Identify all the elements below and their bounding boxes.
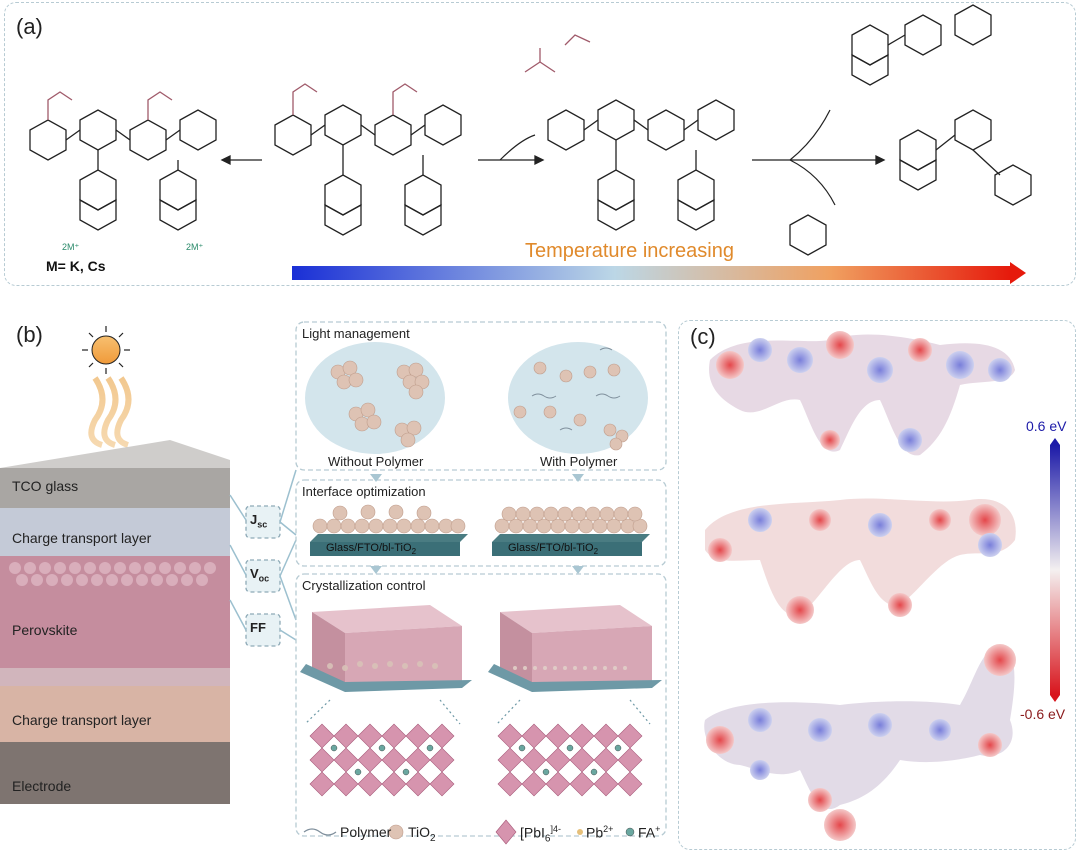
lattice-without: [309, 723, 455, 797]
lattice-with: [497, 723, 643, 797]
decomposition-arrow: [752, 154, 886, 166]
reaction-scheme: 2M⁺ 2M⁺: [29, 4, 1032, 284]
legend-pbi6: [PbI6]4-: [520, 824, 561, 845]
legend-glyphs: [303, 819, 635, 845]
param-voc: Voc: [250, 566, 270, 584]
param-ff: FF: [250, 620, 266, 635]
light-beams: [88, 376, 132, 448]
legend-pb: Pb2+: [586, 824, 614, 841]
layer-charge-transport-bottom: Charge transport layer: [12, 712, 152, 728]
polymer-glyph: [303, 828, 337, 836]
device-stack: [0, 440, 230, 804]
tio2-glyph: [388, 824, 404, 840]
layer-electrode: Electrode: [12, 778, 72, 794]
esp-molecule-2: [705, 498, 1016, 624]
connectors: [229, 469, 297, 641]
bottom-product-structure: [899, 109, 1032, 206]
legend-fa: FA+: [638, 824, 661, 841]
arrow-to-salt: [220, 154, 262, 166]
interface-optimization: [310, 504, 650, 556]
legend-polymer: Polymer: [340, 824, 392, 840]
crystallization-blocks: [300, 605, 662, 692]
substrate-label-right: Glass/FTO/bl-TiO2: [508, 542, 599, 557]
temperature-label: Temperature increasing: [525, 240, 734, 262]
esp-molecule-3: [704, 644, 1016, 841]
panel-a-label: (a): [16, 14, 43, 39]
section-interface-optimization: Interface optimization: [302, 484, 426, 499]
right-charge-label: 2M⁺: [186, 242, 204, 252]
esp-scale-bar: [1050, 438, 1060, 702]
pb-glyph: [577, 829, 583, 835]
panel-b-label: (b): [16, 322, 43, 347]
down-arrows: [370, 474, 584, 574]
left-charge-label: 2M⁺: [62, 242, 80, 252]
section-frames: [295, 321, 667, 837]
section-light-management: Light management: [302, 326, 410, 341]
esp-scale-max: 0.6 eV: [1026, 418, 1067, 434]
legend-tio2: TiO2: [408, 824, 436, 844]
arrow-to-deacetylated: [478, 154, 545, 166]
sun-icon: [82, 326, 130, 374]
substrate-label-left: Glass/FTO/bl-TiO2: [326, 542, 417, 557]
layer-perovskite: Perovskite: [12, 622, 78, 638]
condition-without-polymer: Without Polymer: [328, 454, 424, 469]
amino-sugar-structure: [789, 214, 827, 256]
fa-glyph: [625, 827, 635, 837]
temperature-bar: [292, 266, 1010, 280]
layer-tco-glass: TCO glass: [12, 478, 79, 494]
esp-scale-min: -0.6 eV: [1020, 706, 1066, 722]
panel-c-label: (c): [690, 324, 716, 349]
panel-a: [4, 2, 1076, 286]
pbi6-glyph: [495, 819, 517, 845]
esp-molecule-1: [709, 331, 1015, 456]
layer-charge-transport-top: Charge transport layer: [12, 530, 152, 546]
deacetylated-structure: [547, 99, 735, 231]
condition-with-polymer: With Polymer: [540, 454, 618, 469]
device-illustration: [0, 321, 667, 845]
light-management: [305, 342, 648, 454]
section-crystallization-control: Crystallization control: [302, 578, 426, 593]
param-jsc: Jsc: [250, 512, 268, 530]
top-product-structure: [851, 4, 992, 86]
panel-c: [678, 320, 1076, 850]
metal-note: M= K, Cs: [46, 258, 106, 274]
